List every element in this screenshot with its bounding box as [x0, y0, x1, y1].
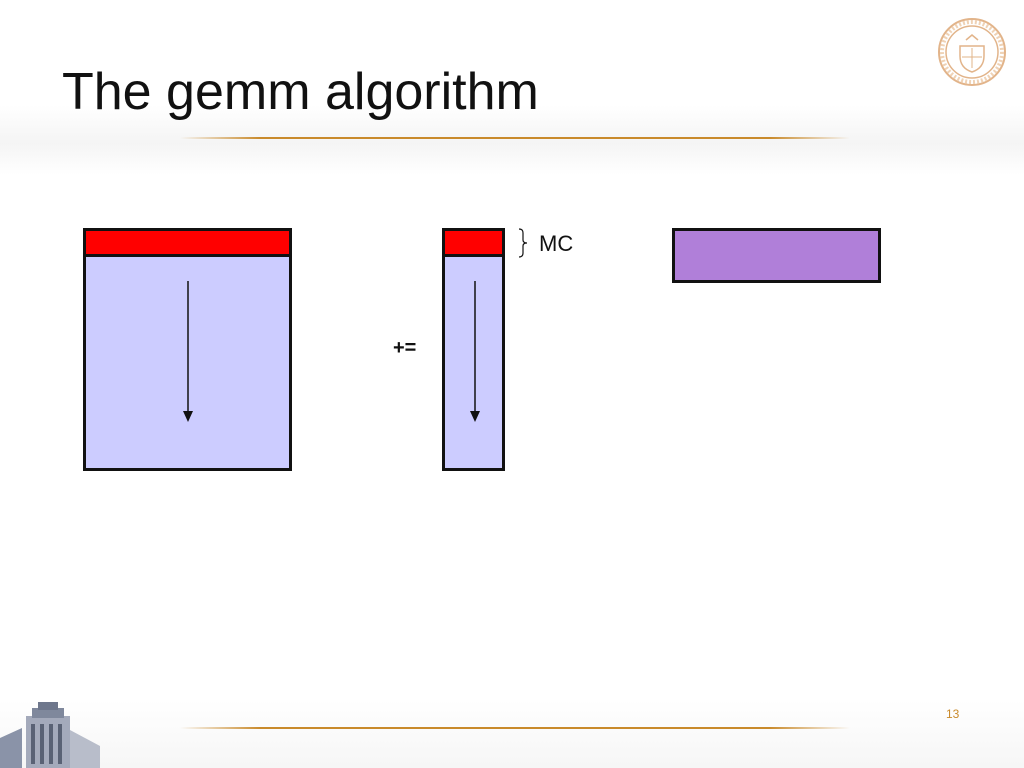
title-band — [0, 105, 1024, 175]
down-arrow-icon — [183, 281, 193, 422]
down-arrow-icon — [470, 281, 480, 422]
university-seal-icon — [938, 18, 1006, 86]
title-underline — [180, 137, 850, 139]
footer-rule — [180, 727, 850, 729]
slide-title: The gemm algorithm — [62, 63, 539, 121]
mc-label: MC — [539, 231, 574, 256]
slide-number: 13 — [946, 707, 960, 721]
matrix-c-row-block — [86, 231, 289, 257]
packed-block-b — [672, 228, 881, 283]
footer-band — [0, 700, 1024, 768]
tower-icon — [0, 702, 100, 768]
right-brace-icon — [518, 228, 528, 258]
plus-equals-operator: += — [393, 337, 417, 359]
panel-a-row-block — [445, 231, 502, 257]
matrix-c — [83, 228, 292, 471]
panel-a — [442, 228, 505, 471]
